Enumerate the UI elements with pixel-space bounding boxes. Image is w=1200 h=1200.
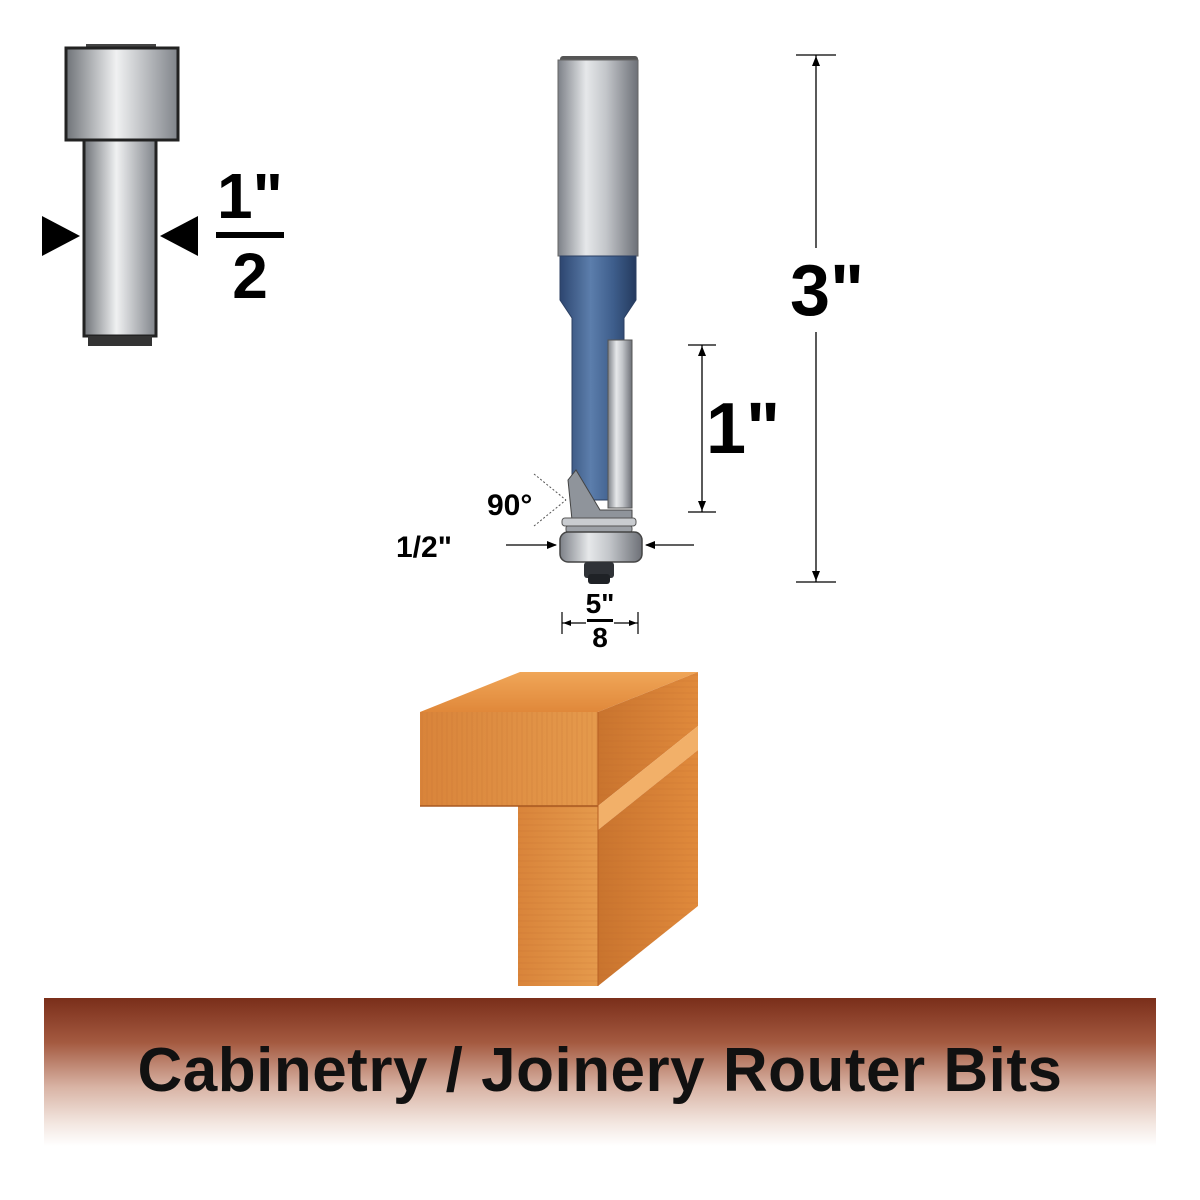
cutting-length-label: 1" xyxy=(706,389,781,469)
cut-width-bar xyxy=(587,619,613,622)
cut-width-denominator: 8 xyxy=(592,622,608,653)
bearing-diameter-dimension xyxy=(506,541,694,549)
cut-width-dimension xyxy=(561,612,639,634)
overall-length-label: 3" xyxy=(790,251,865,331)
cut-width-label: 5" 8 xyxy=(580,590,620,652)
shank-fraction-denominator: 2 xyxy=(232,240,268,312)
wood-joint-illustration xyxy=(420,672,698,986)
shank-diameter-icon xyxy=(42,44,198,346)
category-banner xyxy=(44,998,1156,1146)
shank-fraction-bar xyxy=(216,232,284,238)
arrow-left-icon xyxy=(160,216,198,256)
cut-width-numerator: 5" xyxy=(585,588,615,619)
shank-fraction-numerator: 1" xyxy=(217,160,283,232)
arrow-right-icon xyxy=(42,216,80,256)
bearing-diameter-label: 1/2" xyxy=(396,531,452,564)
angle-label: 90° xyxy=(487,489,533,522)
banner-title: Cabinetry / Joinery Router Bits xyxy=(137,1036,1063,1105)
overall-length-dimension xyxy=(796,54,836,583)
router-bit-illustration xyxy=(557,56,643,584)
angle-marker xyxy=(533,473,567,527)
shank-diameter-label: 1" 2 xyxy=(214,164,286,308)
cutting-length-dimension xyxy=(688,344,716,513)
